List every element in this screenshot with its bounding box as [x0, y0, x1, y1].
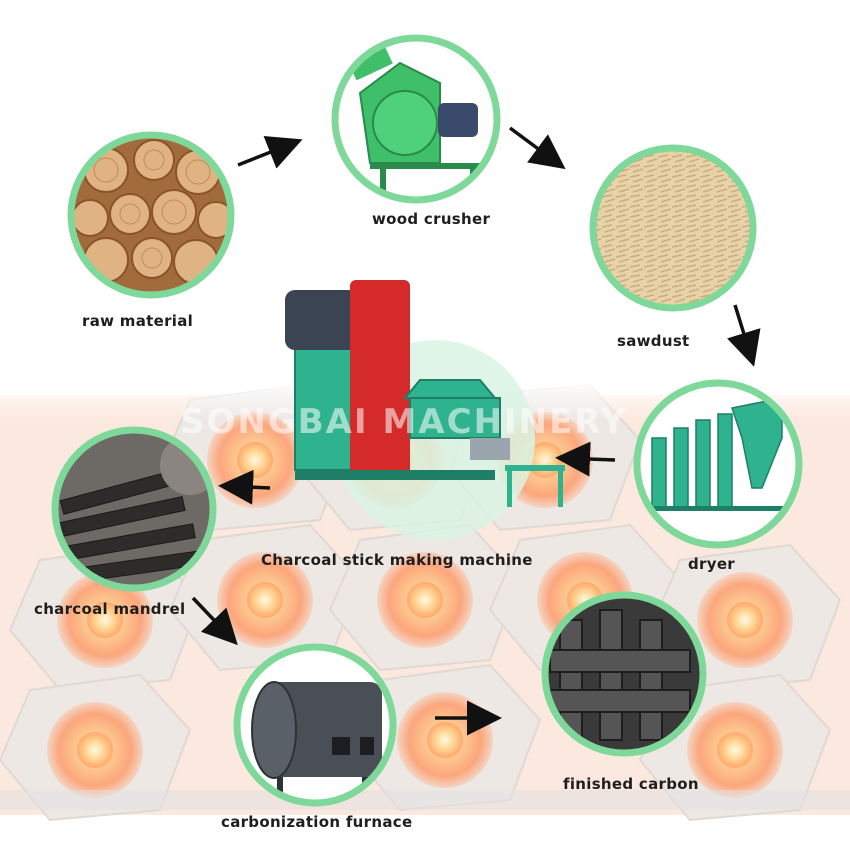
- arrow-machine-to-mandrel: [218, 469, 271, 505]
- label-charcoal-stick-machine: Charcoal stick making machine: [261, 551, 533, 569]
- finished-carbon-image: [541, 591, 707, 757]
- charcoal-stick-machine-image: [285, 280, 565, 540]
- watermark: SONGBAI MACHINERY: [180, 402, 628, 442]
- dryer-image: [633, 379, 803, 549]
- charcoal-mandrel-image: [51, 426, 217, 592]
- label-finished-carbon: finished carbon: [563, 775, 699, 793]
- wood-crusher-image: [331, 34, 501, 204]
- arrow-raw-to-crusher: [237, 136, 303, 169]
- sawdust-image: [589, 144, 757, 312]
- label-dryer: dryer: [688, 555, 735, 573]
- arrow-dryer-to-machine: [555, 441, 616, 477]
- arrow-crusher-to-sawdust: [508, 126, 566, 170]
- label-wood-crusher: wood crusher: [372, 210, 491, 228]
- label-raw-material: raw material: [82, 312, 194, 330]
- carbonization-furnace-image: [233, 643, 397, 807]
- raw-material-image: [67, 131, 235, 299]
- label-charcoal-mandrel: charcoal mandrel: [34, 600, 186, 618]
- arrow-sawdust-to-dryer: [727, 304, 761, 367]
- label-sawdust: sawdust: [617, 332, 690, 350]
- label-carbonization-furnace: carbonization furnace: [221, 813, 413, 831]
- arrow-mandrel-to-furnace: [191, 596, 238, 646]
